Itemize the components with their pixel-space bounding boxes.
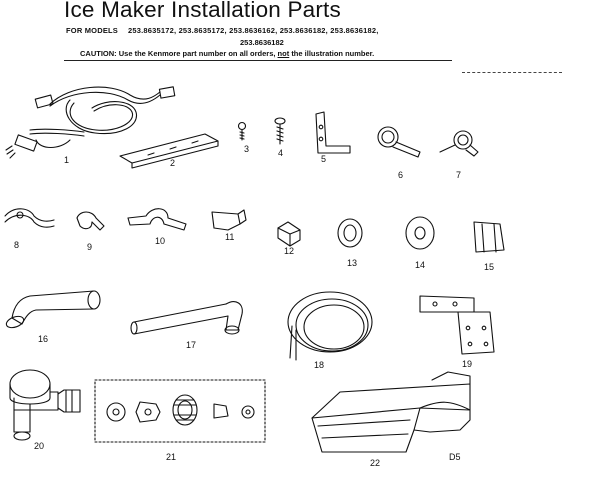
- label-part-4: 4: [278, 148, 284, 158]
- part-16-elbow-fitting: [5, 290, 101, 329]
- models-line-2: 253.8636182: [240, 38, 284, 47]
- label-part-7: 7: [456, 170, 462, 180]
- label-part-9: 9: [87, 242, 93, 252]
- label-part-19: 19: [462, 359, 473, 369]
- part-6-clamp: [377, 126, 421, 158]
- part-7-clamp: [439, 130, 479, 157]
- models-list: 253.8635172, 253.8635172, 253.8636162, 2…: [128, 26, 379, 35]
- page-title: Ice Maker Installation Parts: [64, 0, 341, 22]
- part-4-screw: [274, 117, 286, 145]
- header-rule: [64, 60, 452, 61]
- models-line: FOR MODELS 253.8635172, 253.8635172, 253.…: [66, 26, 379, 35]
- label-part-22: 22: [370, 458, 381, 468]
- caution-suffix: the illustration number.: [291, 49, 375, 58]
- label-part-21: 21: [166, 452, 177, 462]
- part-2-mounting-strip: [119, 133, 219, 169]
- part-18-coiled-tubing: [287, 291, 373, 361]
- header-dashed-rule: [462, 72, 562, 73]
- part-17-tube-elbow: [130, 301, 243, 335]
- label-part-17: 17: [186, 340, 197, 350]
- label-part-12: 12: [284, 246, 295, 256]
- part-20-water-valve: [9, 369, 81, 441]
- part-1-wiring-harness: [5, 86, 176, 159]
- part-14-washer: [405, 216, 435, 250]
- part-5-l-bracket: [315, 111, 351, 154]
- caution-note: CAUTION: Use the Kenmore part number on …: [80, 49, 374, 58]
- part-15-clip-block: [473, 221, 505, 253]
- part-12-bushing: [277, 221, 301, 247]
- label-part-2: 2: [170, 158, 176, 168]
- label-part-5: 5: [321, 154, 327, 164]
- label-part-13: 13: [347, 258, 358, 268]
- label-part-14: 14: [415, 260, 426, 270]
- label-part-16: 16: [38, 334, 49, 344]
- label-part-8: 8: [14, 240, 20, 250]
- label-part-20: 20: [34, 441, 45, 451]
- part-8-clip: [4, 208, 55, 228]
- part-10-clip: [127, 208, 187, 231]
- diagram-code: D5: [449, 452, 461, 462]
- part-13-grommet: [337, 218, 363, 248]
- label-part-11: 11: [225, 232, 235, 242]
- label-part-1: 1: [64, 155, 70, 165]
- part-9-clip: [76, 211, 105, 231]
- part-11-plate-clip: [211, 209, 247, 231]
- label-part-3: 3: [244, 144, 250, 154]
- part-19-bracket: [419, 295, 495, 355]
- part-22-ice-bin: [311, 371, 471, 453]
- label-part-10: 10: [155, 236, 166, 246]
- label-part-15: 15: [484, 262, 495, 272]
- caution-prefix: CAUTION: Use the Kenmore part number on …: [80, 49, 276, 58]
- caution-emphasis: not: [277, 49, 290, 58]
- part-3-screw: [237, 121, 247, 141]
- models-label: FOR MODELS: [66, 26, 118, 35]
- label-part-18: 18: [314, 360, 325, 370]
- part-21-fitting-kit: [94, 379, 266, 443]
- label-part-6: 6: [398, 170, 404, 180]
